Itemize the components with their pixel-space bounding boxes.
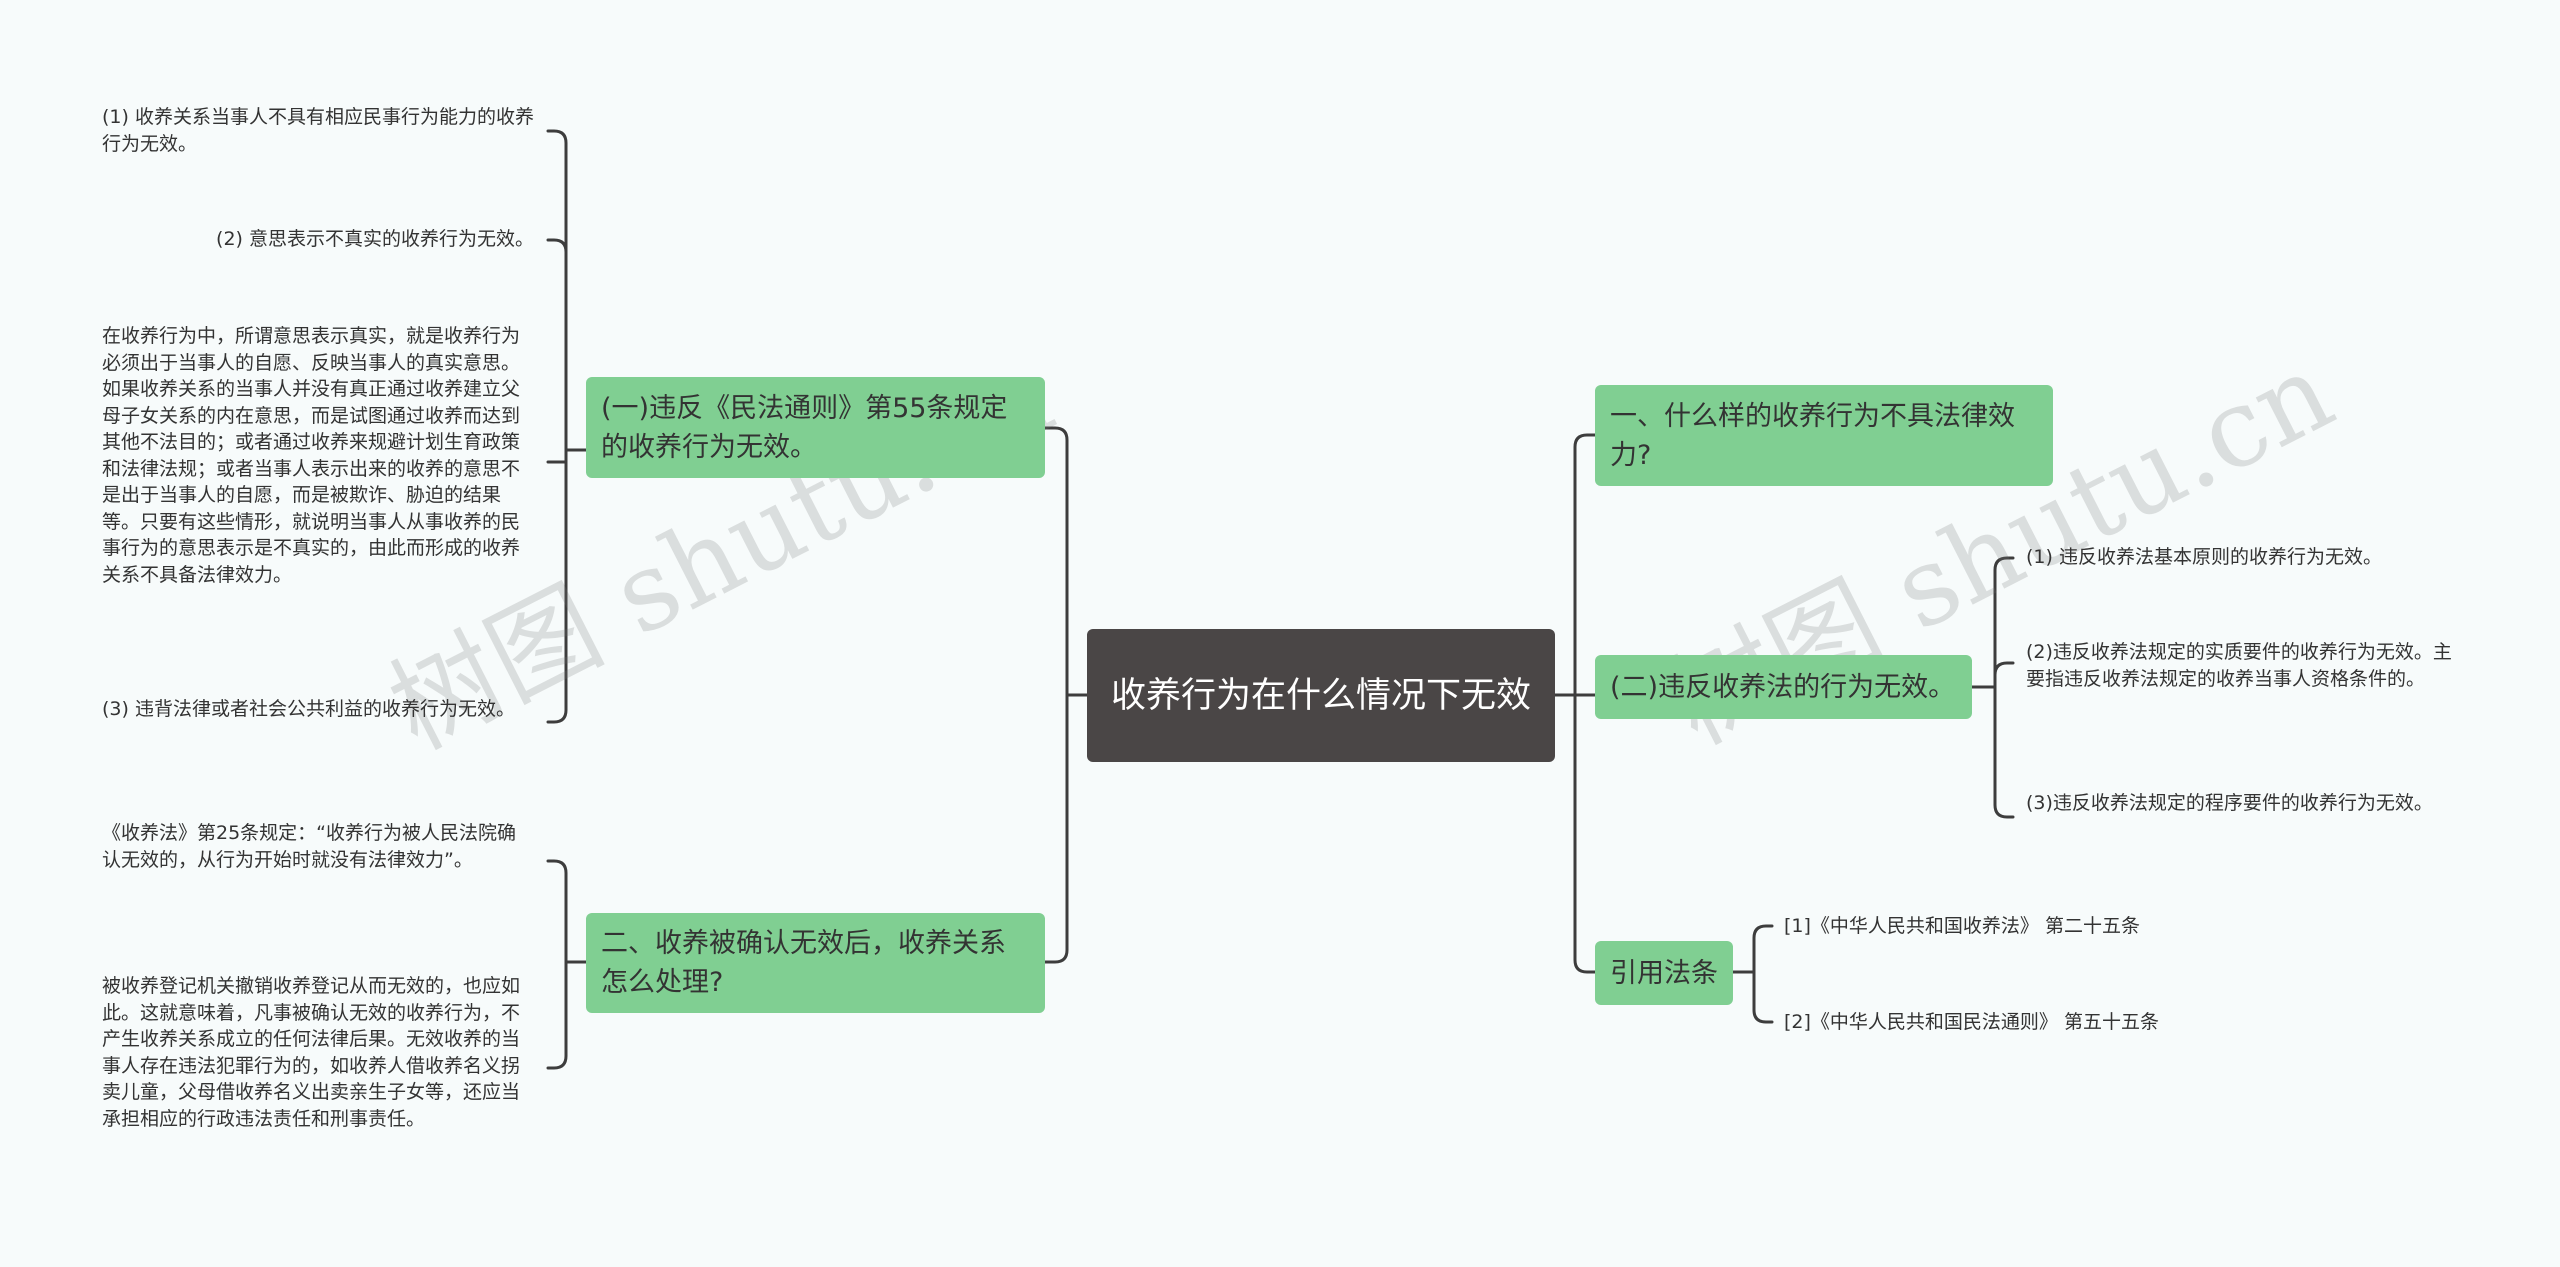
leaf-left-1-3: 在收养行为中，所谓意思表示真实，就是收养行为必须出于当事人的自愿、反映当事人的真… [102,325,521,586]
root-title: 收养行为在什么情况下无效 [1111,675,1532,716]
leaf-right-2-2: (2)违反收养法规定的实质要件的收养行为无效。主要指违反收养法规定的收养当事人资… [2026,641,2452,690]
connector-left-trunk [1041,426,1069,964]
branch-right-2[interactable]: (二)违反收养法的行为无效。 [1595,655,1972,719]
branch-right-3-label: 引用法条 [1610,957,1718,989]
leaf-right-2-3: (3)违反收养法规定的程序要件的收养行为无效。 [2026,792,2433,814]
leaf-left-1-2: (2) 意思表示不真实的收养行为无效。 [216,228,534,250]
connector-right-b3 [1731,924,1774,1024]
branch-right-1-label: 一、什么样的收养行为不具法律效力? [1610,400,2015,471]
connector-right-b2 [1970,556,2015,819]
branch-left-1-label: (一)违反《民法通则》第55条规定的收养行为无效。 [601,392,1008,463]
branch-left-2-label: 二、收养被确认无效后，收养关系怎么处理? [601,928,1006,998]
leaf-right-2-1: (1) 违反收养法基本原则的收养行为无效。 [2026,546,2382,568]
leaf-left-2-2: 被收养登记机关撤销收养登记从而无效的，也应如此。这就意味着，凡事被确认无效的收养… [102,975,521,1130]
leaf-right-3-1: [1]《中华人民共和国收养法》 第二十五条 [1784,915,2140,937]
leaf-left-2-1: 《收养法》第25条规定：“收养行为被人民法院确认无效的，从行为开始时就没有法律效… [102,822,517,871]
leaf-left-1-1: (1) 收养关系当事人不具有相应民事行为能力的收养行为无效。 [102,106,534,155]
branch-left-1[interactable]: (一)违反《民法通则》第55条规定的收养行为无效。 [586,377,1045,478]
connector-right-trunk [1573,433,1597,974]
branch-right-2-label: (二)违反收养法的行为无效。 [1610,671,1956,703]
leaf-left-1-4: (3) 违背法律或者社会公共利益的收养行为无效。 [102,698,515,720]
leaf-right-3-2: [2]《中华人民共和国民法通则》 第五十五条 [1784,1011,2159,1033]
branch-right-3[interactable]: 引用法条 [1595,941,1733,1005]
branch-right-1[interactable]: 一、什么样的收养行为不具法律效力? [1595,385,2053,486]
connector-left-b2 [546,859,592,1070]
branch-left-2[interactable]: 二、收养被确认无效后，收养关系怎么处理? [586,913,1045,1013]
root-node[interactable]: 收养行为在什么情况下无效 [1087,629,1555,762]
